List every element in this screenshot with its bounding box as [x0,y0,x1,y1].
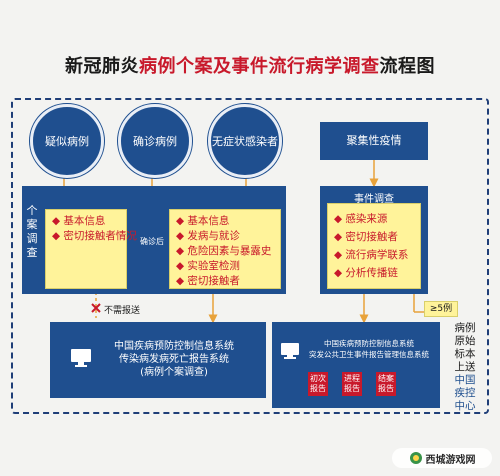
event-item: ◆ 流行病学联系 [334,249,409,261]
system-left-line: 传染病发病死亡报告系统 [119,354,229,365]
cluster-box: 聚集性疫情 [320,122,428,160]
confirmed-item: ◆ 实验室检测 [176,260,240,272]
confirmed-info-box: ◆ 基本信息 ◆ 发病与就诊 ◆ 危险因素与暴露史 ◆ 实验室检测 ◆ 密切接触… [170,210,280,288]
circle-asymptomatic: 无症状感染者 [208,104,282,178]
report-progress: 进程报告 [342,372,362,396]
title-highlight: 病例个案及事件流行病学调查 [139,56,380,77]
side-note: 病例 原始 标本 上送 中国 疾控 中心 [452,322,478,413]
report-initial: 初次报告 [308,372,328,396]
watermark: 西城游戏网 [392,448,492,468]
system-left-line: (病例个案调查) [140,367,208,378]
confirmed-item: ◆ 发病与就诊 [176,230,240,242]
cluster-label: 聚集性疫情 [346,134,402,147]
dashed-frame [11,98,489,414]
asymptomatic-label: 无症状感染者 [212,135,278,148]
side-note-black: 上送 [454,361,476,373]
confirm-after-label: 确诊后 [140,237,164,246]
threshold-tag: ≥5例 [424,301,458,317]
system-right-box: 中国疾病预防控制信息系统 突发公共卫生事件报告管理信息系统 初次报告 进程报告 … [272,322,440,408]
side-note-black: 标本 [454,348,476,360]
no-report-label: 不需报送 [104,306,141,316]
event-item: ◆ 分析传播链 [334,267,398,279]
system-right-line: 突发公共卫生事件报告管理信息系统 [309,350,429,359]
event-item: ◆ 感染来源 [334,213,388,225]
logo-icon [409,452,422,464]
title-suffix: 流程图 [379,56,435,77]
event-item: ◆ 密切接触者 [334,231,398,243]
title-prefix: 新冠肺炎 [65,56,139,77]
case-investigation-label: 个案调查 [26,204,38,259]
page-title: 新冠肺炎病例个案及事件流行病学调查流程图 [0,52,500,78]
watermark-text: 西城游戏网 [425,454,476,466]
confirmed-item: ◆ 危险因素与暴露史 [176,245,272,257]
monitor-icon [281,343,299,359]
confirmed-item: ◆ 基本信息 [176,215,230,227]
no-report-x-icon [91,303,101,313]
side-note-blue: 疾控 [454,387,476,399]
side-note-blue: 中心 [454,400,476,412]
event-investigation-label: 事件调查 [354,194,394,205]
side-note-black: 病例 [454,322,476,334]
circle-suspected: 疑似病例 [30,104,104,178]
suspected-item: ◆ 基本信息 [52,215,106,227]
report-closure: 结案报告 [376,372,396,396]
suspected-label: 疑似病例 [45,135,89,148]
system-right-text: 中国疾病预防控制信息系统 突发公共卫生事件报告管理信息系统 [300,338,438,360]
confirmed-item: ◆ 密切接触者 [176,275,240,287]
confirmed-label: 确诊病例 [133,135,177,148]
circle-confirmed: 确诊病例 [118,104,192,178]
side-note-black: 原始 [454,335,476,347]
suspected-item: ◆ 密切接触者情况 [52,230,137,242]
side-note-blue: 中国 [454,374,476,386]
monitor-icon [71,349,91,367]
suspected-info-box: ◆ 基本信息 ◆ 密切接触者情况 [46,210,137,288]
system-left-text: 中国疾病预防控制信息系统 传染病发病死亡报告系统 (病例个案调查) [94,340,254,379]
system-left-line: 中国疾病预防控制信息系统 [114,341,234,352]
system-left-box: 中国疾病预防控制信息系统 传染病发病死亡报告系统 (病例个案调查) [50,322,266,398]
system-right-line: 中国疾病预防控制信息系统 [324,339,414,348]
event-info-box: ◆ 感染来源 ◆ 密切接触者 ◆ 流行病学联系 ◆ 分析传播链 [328,204,420,288]
